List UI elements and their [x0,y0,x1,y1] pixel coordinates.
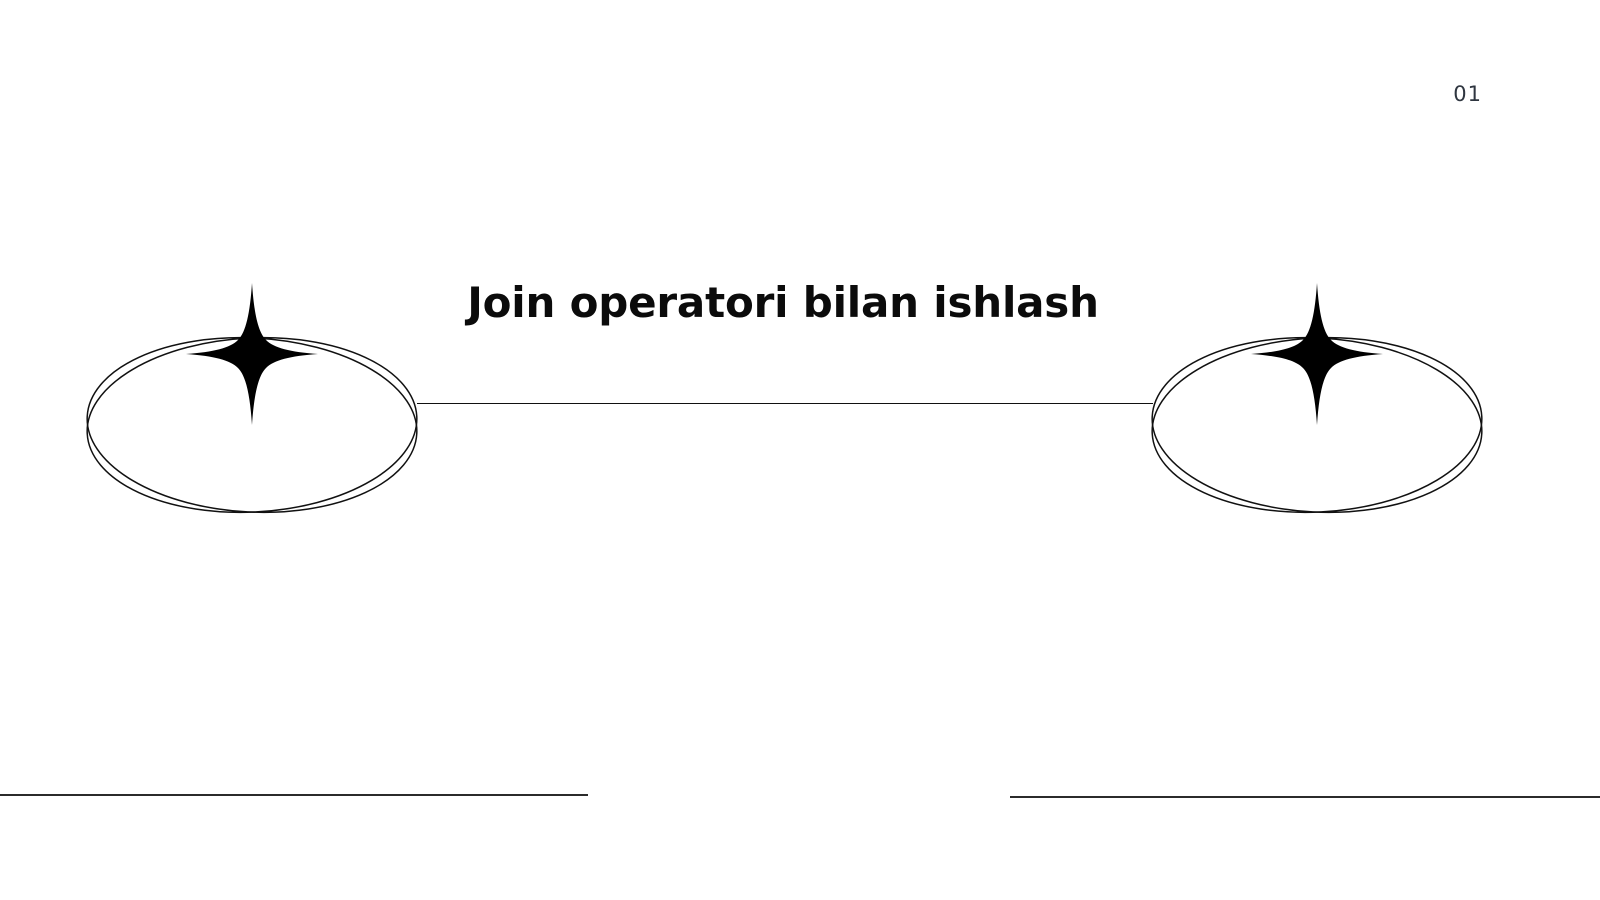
right-orbit-graphic [1145,280,1490,540]
connector-line [417,403,1153,404]
sparkle-four-point-icon [1251,283,1383,425]
footer-rule-left [0,794,588,796]
page-title: Join operatori bilan ishlash [467,278,1099,327]
footer-rule-right [1010,796,1600,798]
page-number: 01 [1453,82,1482,106]
orbit-svg [1151,283,1483,514]
orbit-svg [86,283,418,514]
sparkle-four-point-icon [186,283,318,425]
left-orbit-graphic [80,280,425,540]
